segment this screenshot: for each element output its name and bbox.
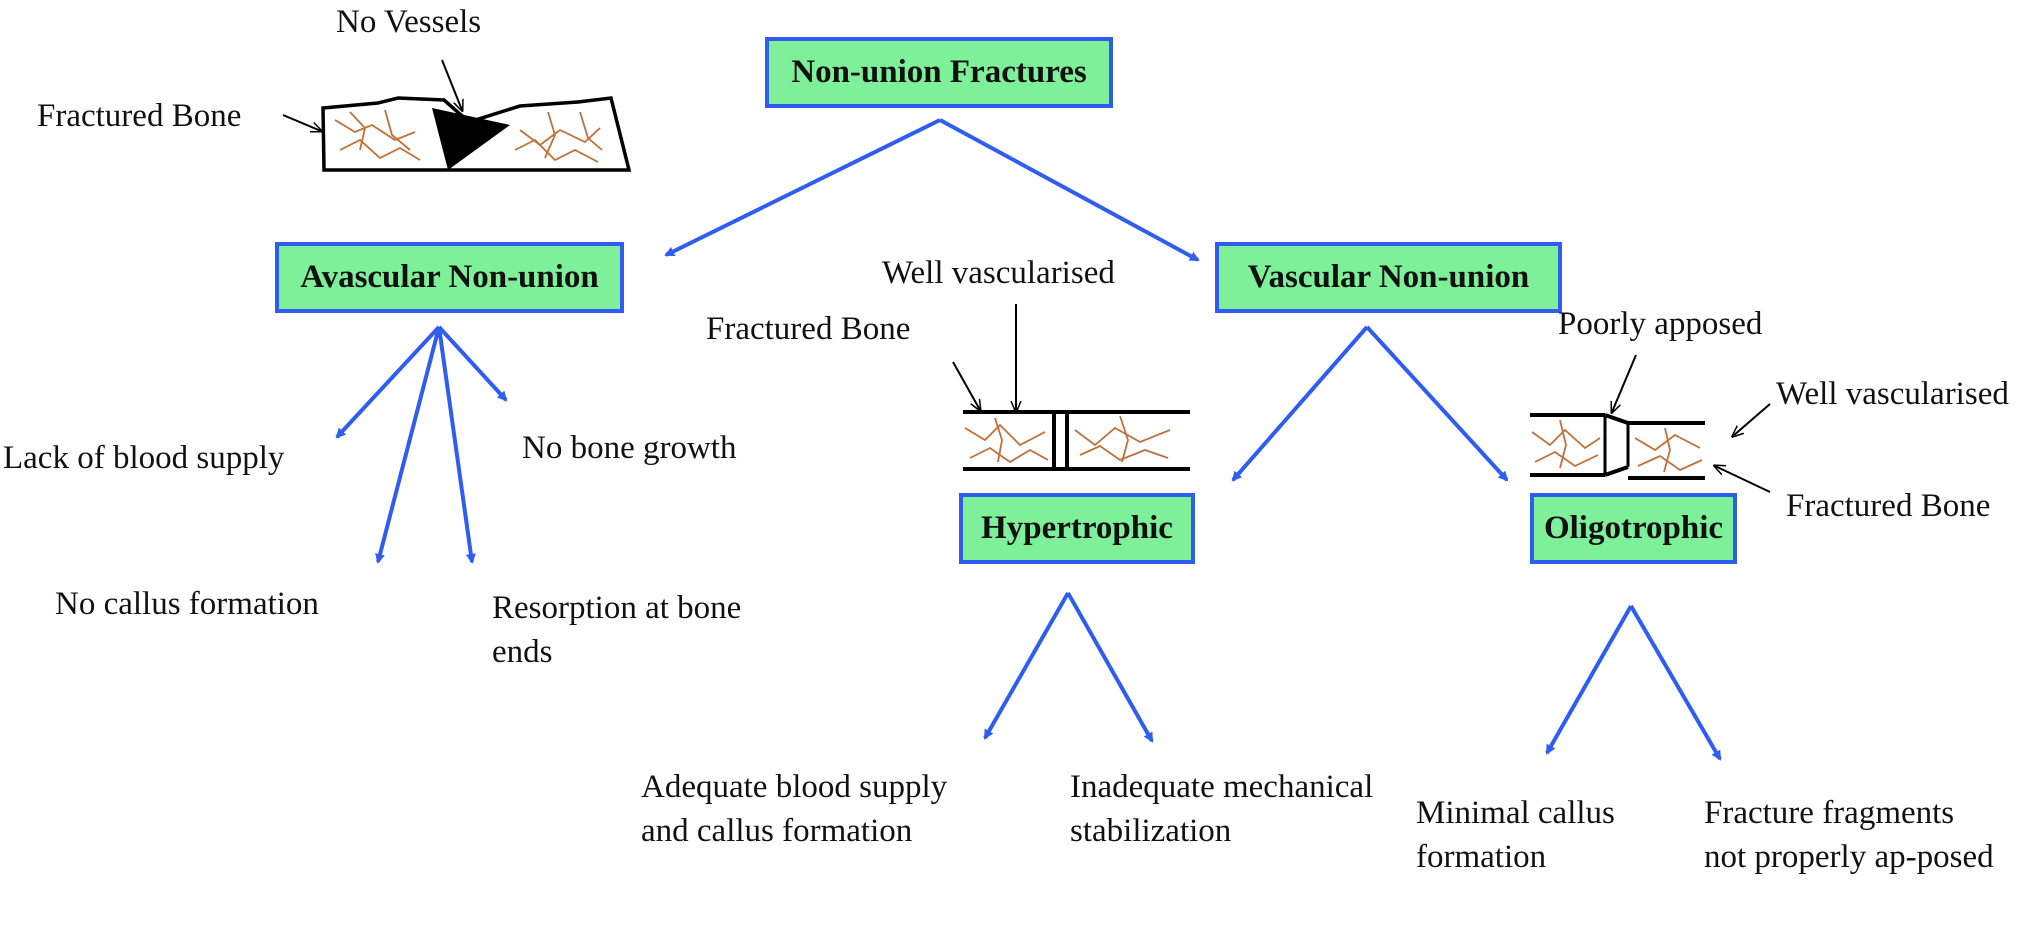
arrow-to-oligotrophic — [1365, 325, 1509, 482]
label-lack-of-blood-supply: Lack of blood supply — [3, 440, 285, 476]
arrow-to-inadequate — [1066, 592, 1154, 743]
hypertrophic-bone-illustration — [952, 304, 1190, 471]
arrow-to-no-growth — [437, 325, 508, 402]
arrow-to-hypertrophic — [1231, 325, 1369, 482]
avascular-bone-illustration — [282, 59, 632, 172]
label-well-vascularised-hypertrophic: Well vascularised — [882, 255, 1115, 291]
label-inadequate-stabilization: Inadequate mechanical stabilization — [1070, 769, 1374, 849]
arrow-to-no-callus — [375, 326, 441, 564]
vessels — [1531, 419, 1703, 473]
node-oligotrophic: Oligotrophic — [1530, 493, 1737, 564]
label-no-bone-growth: No bone growth — [522, 430, 737, 466]
label-fracture-fragments: Fracture fragments not properly ap-posed — [1704, 795, 1994, 875]
label-no-callus-formation: No callus formation — [55, 586, 319, 622]
arrow-to-adequate — [983, 592, 1070, 740]
arrow-to-lack-blood — [335, 325, 441, 439]
node-hypertrophic: Hypertrophic — [959, 493, 1195, 564]
arrow-to-fragments — [1629, 604, 1722, 761]
node-vascular-non-union: Vascular Non-union — [1215, 242, 1562, 313]
arrow-to-minimal — [1545, 605, 1633, 755]
label-fractured-bone-avascular: Fractured Bone — [37, 98, 242, 134]
vessels — [964, 415, 1171, 464]
arrow-root-to-vascular — [939, 118, 1200, 262]
label-resorption-at-bone-ends: Resorption at bone ends — [492, 590, 742, 670]
label-minimal-callus-formation: Minimal callus formation — [1416, 795, 1615, 875]
label-well-vascularised-oligotrophic: Well vascularised — [1776, 376, 2009, 412]
label-adequate-blood-supply: Adequate blood supply and callus formati… — [641, 769, 948, 849]
vessels — [334, 109, 603, 163]
label-no-vessels: No Vessels — [336, 4, 482, 40]
label-poorly-apposed: Poorly apposed — [1558, 306, 1763, 342]
oligotrophic-bone-illustration — [1530, 354, 1771, 493]
label-fractured-bone-hypertrophic: Fractured Bone — [706, 311, 911, 347]
arrow-root-to-avascular — [664, 118, 941, 257]
label-fractured-bone-oligotrophic: Fractured Bone — [1786, 488, 1991, 524]
no-vessel-gap — [432, 108, 510, 170]
arrow-to-resorption — [437, 326, 476, 564]
node-non-union-fractures: Non-union Fractures — [765, 37, 1113, 108]
flow-arrows — [335, 118, 1722, 761]
node-avascular-non-union: Avascular Non-union — [275, 242, 624, 313]
